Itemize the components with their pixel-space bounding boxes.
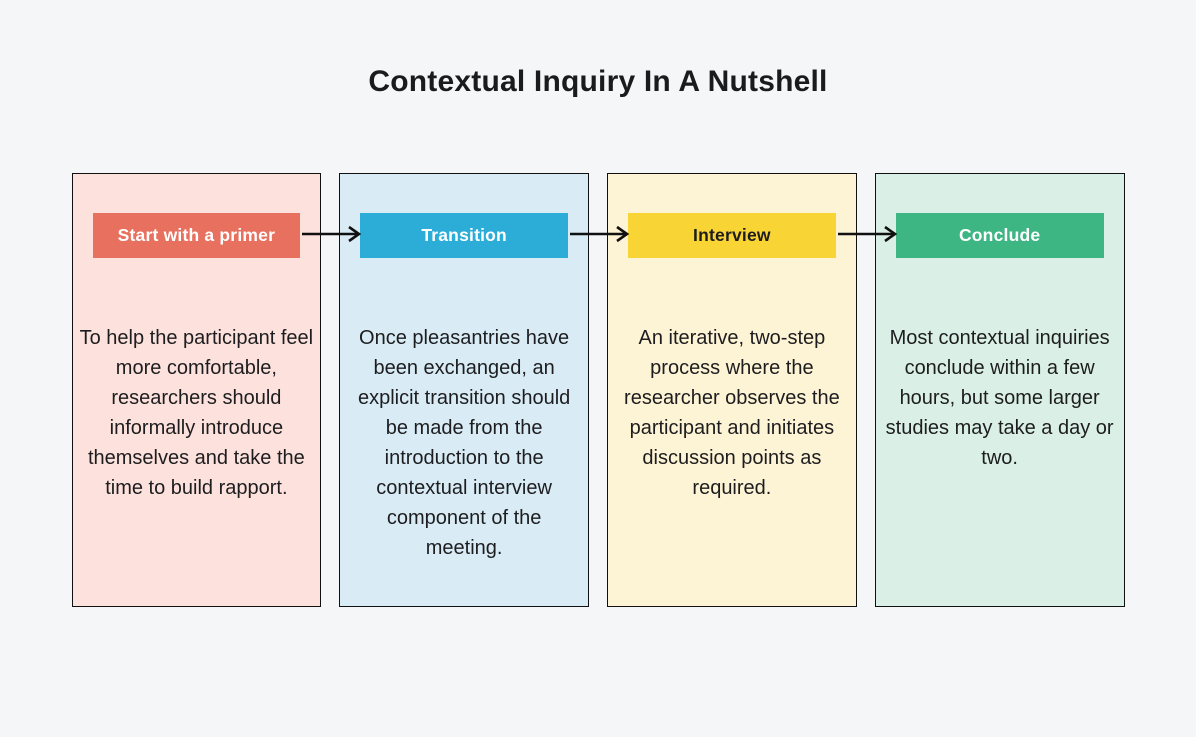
step-description: Once pleasantries have been exchanged, a… (357, 327, 571, 559)
process-cards-row: Start with a primer To help the particip… (71, 173, 1125, 607)
step-badge-label: Start with a primer (117, 225, 276, 245)
step-description: Most contextual inquiries conclude withi… (885, 327, 1114, 469)
step-badge: Interview (628, 213, 836, 258)
step-badge-label: Conclude (958, 225, 1041, 245)
step-card-conclude: Conclude Most contextual inquiries concl… (874, 173, 1125, 607)
step-description: To help the participant feel more comfor… (79, 327, 314, 499)
step-card-start-with-a-primer: Start with a primer To help the particip… (71, 173, 322, 607)
step-card-transition: Transition Once pleasantries have been e… (339, 173, 589, 607)
step-badge-label: Transition (421, 225, 507, 245)
page-background: { "title": "Contextual Inquiry In A Nuts… (0, 64, 1196, 737)
step-description: An iterative, two-step process where the… (624, 327, 840, 499)
step-badge: Conclude (895, 213, 1104, 258)
step-badge-label: Interview (693, 225, 771, 245)
step-badge: Start with a primer (92, 213, 301, 258)
page-title: Contextual Inquiry In A Nutshell (368, 65, 828, 98)
step-card-interview: Interview An iterative, two-step process… (607, 173, 857, 607)
step-badge: Transition (360, 213, 568, 258)
